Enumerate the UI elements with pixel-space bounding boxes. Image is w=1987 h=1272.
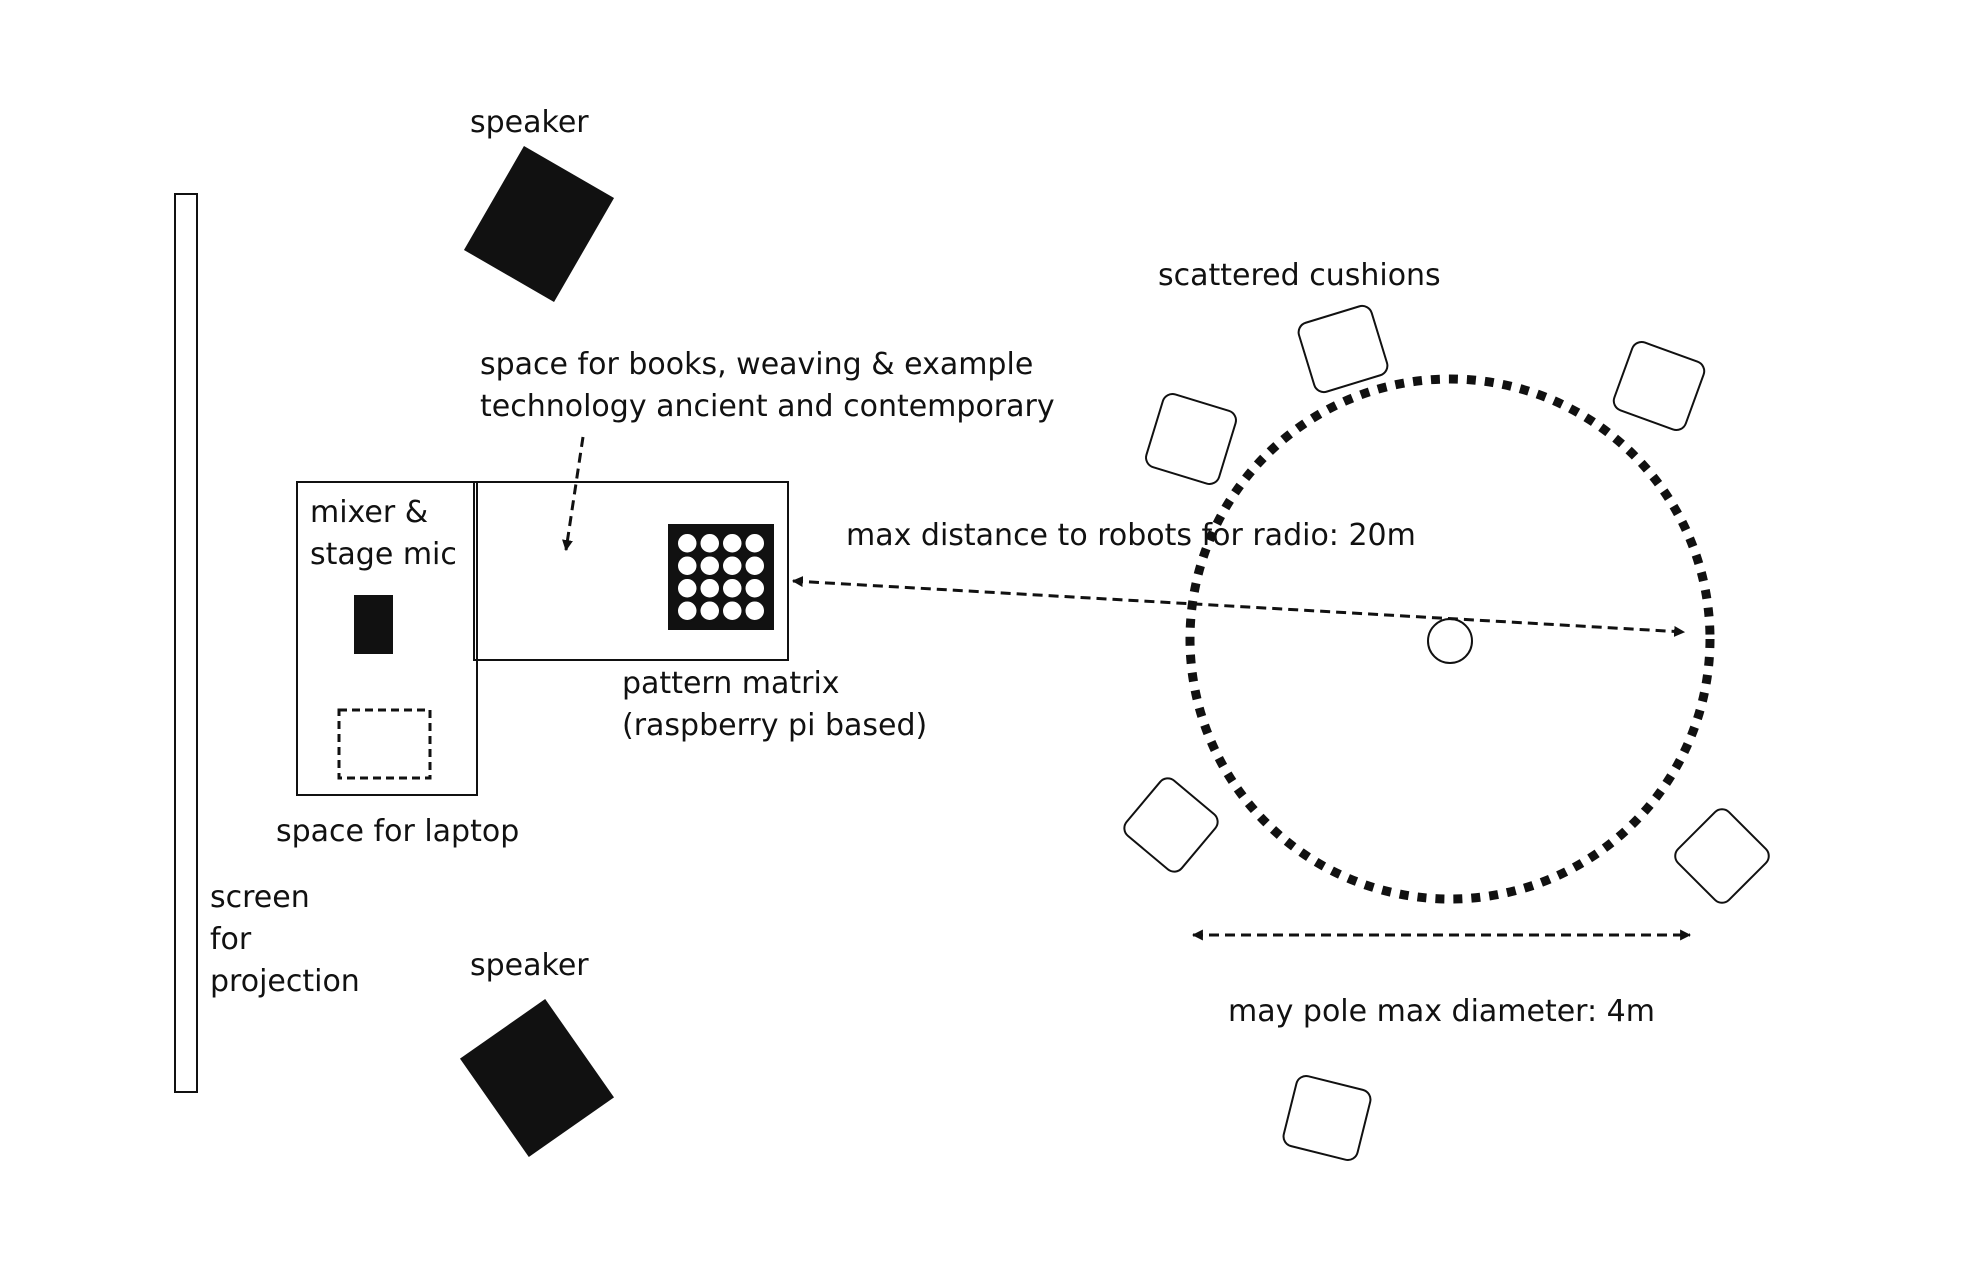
mixer-label-line-2: stage mic (310, 537, 457, 572)
matrix-led-1-1 (698, 554, 721, 577)
laptop-label: space for laptop (276, 814, 519, 849)
matrix-led-1-3 (743, 554, 766, 577)
stage-mic (354, 595, 393, 654)
matrix-led-2-0 (676, 577, 699, 600)
matrix-led-3-0 (676, 599, 699, 622)
matrix-led-3-1 (698, 599, 721, 622)
laptop-space (337, 708, 432, 780)
matrix-led-1-2 (721, 554, 744, 577)
projection-screen (174, 193, 198, 1093)
books-label-line-1: space for books, weaving & example (480, 347, 1033, 382)
maypole-diameter-label: may pole max diameter: 4m (1228, 994, 1655, 1029)
speaker-top-label: speaker (470, 105, 589, 140)
cushions-label: scattered cushions (1158, 258, 1441, 293)
maypole-boundary-circle (1185, 374, 1715, 904)
radio-distance-arrow (791, 576, 1686, 637)
books-table (473, 481, 789, 661)
matrix-label-line-2: (raspberry pi based) (622, 708, 927, 743)
cushion-4 (1123, 777, 1219, 873)
screen-label-line-1: screen (210, 880, 310, 915)
cushion-6 (1282, 1074, 1372, 1162)
cushion-1 (1297, 304, 1389, 394)
books-label-line-2: technology ancient and contemporary (480, 389, 1055, 424)
matrix-led-3-2 (721, 599, 744, 622)
matrix-led-2-1 (698, 577, 721, 600)
cushion-5 (1674, 808, 1770, 904)
screen-label-line-2: for (210, 922, 252, 957)
radio-distance-label: max distance to robots for radio: 20m (846, 518, 1416, 553)
screen-label-line-3: projection (210, 964, 360, 999)
speaker-top (463, 146, 615, 302)
matrix-led-0-1 (698, 532, 721, 555)
books-pointer-arrow (562, 436, 585, 552)
matrix-led-2-3 (743, 577, 766, 600)
speaker-bottom-label: speaker (470, 948, 589, 983)
pattern-matrix (668, 524, 774, 630)
mixer-table (296, 481, 478, 796)
matrix-led-0-0 (676, 532, 699, 555)
matrix-label-line-1: pattern matrix (622, 666, 840, 701)
matrix-led-0-2 (721, 532, 744, 555)
cushion-2 (1145, 393, 1237, 485)
matrix-led-3-3 (743, 599, 766, 622)
maypole-center (1427, 618, 1473, 664)
matrix-led-1-0 (676, 554, 699, 577)
cushion-3 (1612, 340, 1706, 432)
speaker-bottom (459, 999, 615, 1157)
matrix-led-2-2 (721, 577, 744, 600)
matrix-led-0-3 (743, 532, 766, 555)
mixer-label-line-1: mixer & (310, 495, 428, 530)
